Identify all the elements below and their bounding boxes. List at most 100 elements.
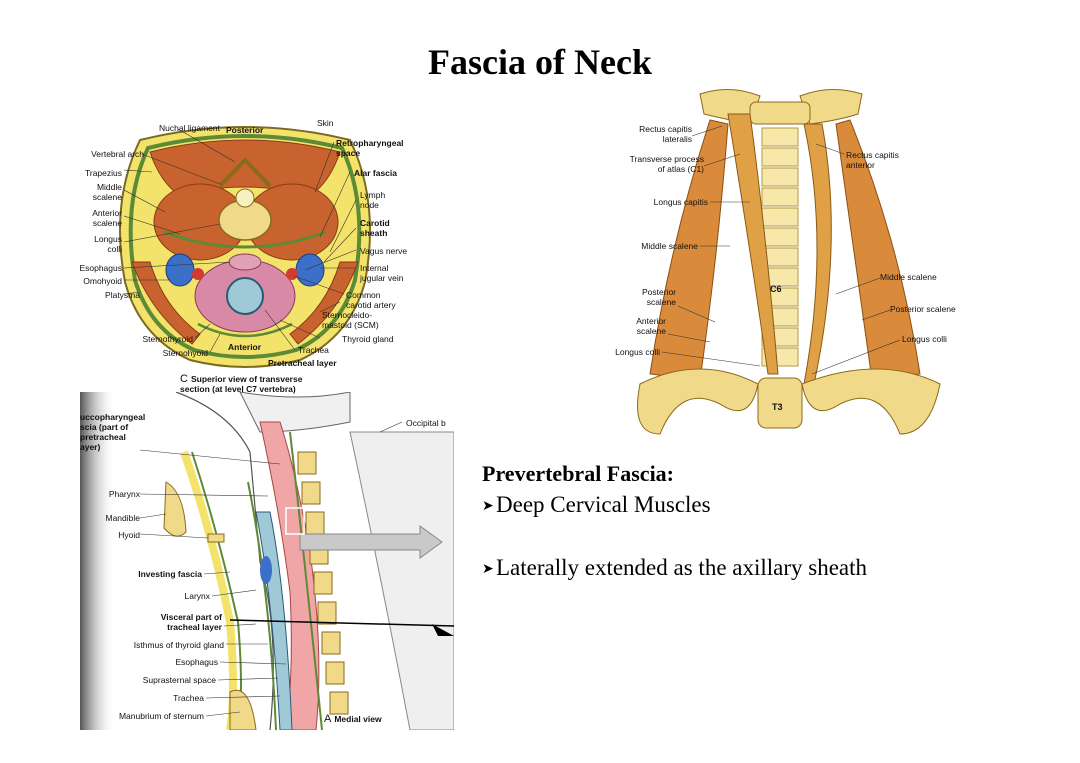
figure-a-letter: A <box>324 713 332 725</box>
longus-capitis-left <box>727 113 779 375</box>
vertebral-bodies <box>297 451 349 715</box>
pretracheal-layer <box>197 322 293 338</box>
label-carotid-sheath: Carotid sheath <box>360 218 390 238</box>
label-trapezius: Trapezius <box>84 168 122 178</box>
label-retropharyngeal-space: Retropharyngeal space <box>336 138 404 158</box>
label-sternocleidomastoid: Sternocleido- mastoid (SCM) <box>322 310 379 330</box>
figure-a-caption-text: Medial view <box>334 714 382 724</box>
label-suprasternal-space: Suprasternal space <box>142 675 216 685</box>
carotid-artery-left <box>192 268 204 280</box>
label-larynx: Larynx <box>184 591 210 601</box>
mandible <box>163 481 187 537</box>
scm-left <box>131 261 201 345</box>
label-esophagus-medial: Esophagus <box>175 657 218 667</box>
vertebra-label-t3: T3 <box>772 402 783 412</box>
label-rectus-capitis-anterior: Rectus capitis anterior <box>846 150 899 170</box>
first-rib-left <box>637 368 759 435</box>
scan-edge-shadow <box>80 392 116 730</box>
atlas-c1 <box>749 101 811 125</box>
prevertebral-fascia-line <box>163 230 327 249</box>
section-level-line <box>229 619 454 627</box>
slide-title: Fascia of Neck <box>428 42 652 82</box>
manubrium <box>229 689 257 730</box>
prevertebral-fascia-line <box>289 431 323 730</box>
medial-view-illustration <box>80 392 454 730</box>
vertebra-highlight-box <box>285 507 305 535</box>
longus-colli-right <box>803 123 832 385</box>
label-longus-colli: Longus colli <box>94 234 122 254</box>
bullet-text: Deep Cervical Muscles <box>496 492 711 517</box>
label-sternothyroid: Sternothyroid <box>142 334 193 344</box>
skull-base-right <box>799 88 863 125</box>
label-anterior: Anterior <box>228 342 262 352</box>
carotid-sheath-right <box>295 253 325 287</box>
label-thyroid-gland: Thyroid gland <box>342 334 394 344</box>
label-omohyoid: Omohyoid <box>83 276 122 286</box>
label-longus-colli-left: Longus colli <box>615 347 660 357</box>
label-posterior: Posterior <box>226 125 264 135</box>
vertebral-arch <box>218 157 272 188</box>
figure-transverse-section: Nuchal ligament Posterior Skin Vertebral… <box>80 112 410 394</box>
larynx-shape <box>260 556 272 584</box>
label-hyoid: Hyoid <box>118 530 140 540</box>
label-posterior-scalene-left: Posterior scalene <box>641 287 676 307</box>
label-pretracheal-layer: Pretracheal layer <box>268 358 337 368</box>
label-manubrium-of-sternum: Manubrium of sternum <box>118 711 204 721</box>
figure-prevertebral-muscles: C6 T3 Rectus capitis lateralis Transvers… <box>600 84 980 450</box>
label-vagus-nerve: Vagus nerve <box>360 246 408 256</box>
label-nuchal-ligament: Nuchal ligament <box>159 123 220 133</box>
prevertebral-muscles-illustration: C6 T3 <box>637 88 941 435</box>
pointer-arrow <box>299 525 443 559</box>
bullet-arrow-icon: ➤ <box>482 562 494 577</box>
label-middle-scalene-right: Middle scalene <box>880 272 937 282</box>
label-middle-scalene-left: Middle scalene <box>641 241 698 251</box>
bullet-deep-cervical-muscles: ➤Deep Cervical Muscles <box>482 491 952 520</box>
label-anterior-scalene: Anterior scalene <box>636 316 666 336</box>
prevertebral-fascia-text: Prevertebral Fascia: ➤Deep Cervical Musc… <box>482 460 952 583</box>
pharynx-tissue <box>259 421 320 730</box>
label-internal-jugular-vein: Internal jugular vein <box>360 263 404 283</box>
label-skin: Skin <box>317 118 334 128</box>
transverse-section-illustration <box>119 126 371 368</box>
label-anterior-scalene: Anterior scalene <box>92 208 122 228</box>
label-investing-fascia: Investing fascia <box>138 569 202 579</box>
label-isthmus-thyroid-gland: Isthmus of thyroid gland <box>133 640 224 650</box>
label-longus-colli-right: Longus colli <box>902 334 947 344</box>
figure-medial-view: uccopharyngeal scia (part of pretracheal… <box>80 392 454 730</box>
label-mandible: Mandible <box>105 513 141 523</box>
trachea-ring <box>226 277 264 315</box>
label-common-carotid-artery: Common carotid artery <box>346 290 396 310</box>
label-occipital: Occipital b <box>406 418 446 428</box>
label-trachea-medial: Trachea <box>173 693 204 703</box>
label-alar-fascia: Alar fascia <box>354 168 397 178</box>
label-sternohyoid: Sternohyoid <box>162 348 208 358</box>
label-buccopharyngeal-fascia: uccopharyngeal scia (part of pretracheal… <box>80 412 146 452</box>
label-esophagus: Esophagus <box>80 263 122 273</box>
bullet-arrow-icon: ➤ <box>482 499 494 514</box>
carotid-artery-right <box>286 268 298 280</box>
figure-c-caption-text: Superior view of transverse section (at … <box>180 374 303 394</box>
label-posterior-scalene-right: Posterior scalene <box>890 304 956 314</box>
scm-right <box>289 261 359 345</box>
bullet-axillary-sheath: ➤Laterally extended as the axillary shea… <box>482 554 952 583</box>
posterior-neck-muscles <box>349 431 454 730</box>
label-rectus-capitis-lateralis: Rectus capitis lateralis <box>639 124 692 144</box>
label-longus-capitis: Longus capitis <box>653 197 708 207</box>
carotid-sheath-left <box>165 253 195 287</box>
section-level-arrow <box>432 624 454 636</box>
label-vertebral-arch: Vertebral arch <box>91 149 144 159</box>
label-platysma: Platysma <box>105 290 140 300</box>
prevertebral-fascia-heading: Prevertebral Fascia: <box>482 461 675 486</box>
label-transverse-process-atlas: Transverse process of atlas (C1) <box>629 154 704 174</box>
label-pharynx: Pharynx <box>108 489 140 499</box>
spinal-cord <box>235 188 255 208</box>
label-visceral-part-tracheal-layer: Visceral part of tracheal layer <box>160 612 222 632</box>
vertebra-label-c6: C6 <box>770 284 782 294</box>
bullet-text: Laterally extended as the axillary sheat… <box>496 555 868 580</box>
label-middle-scalene: Middle scalene <box>92 182 122 202</box>
figure-c-letter: C <box>180 373 188 385</box>
label-lymph-node: Lymph node <box>360 190 386 210</box>
skull-base <box>239 392 351 433</box>
hyoid <box>207 533 225 543</box>
